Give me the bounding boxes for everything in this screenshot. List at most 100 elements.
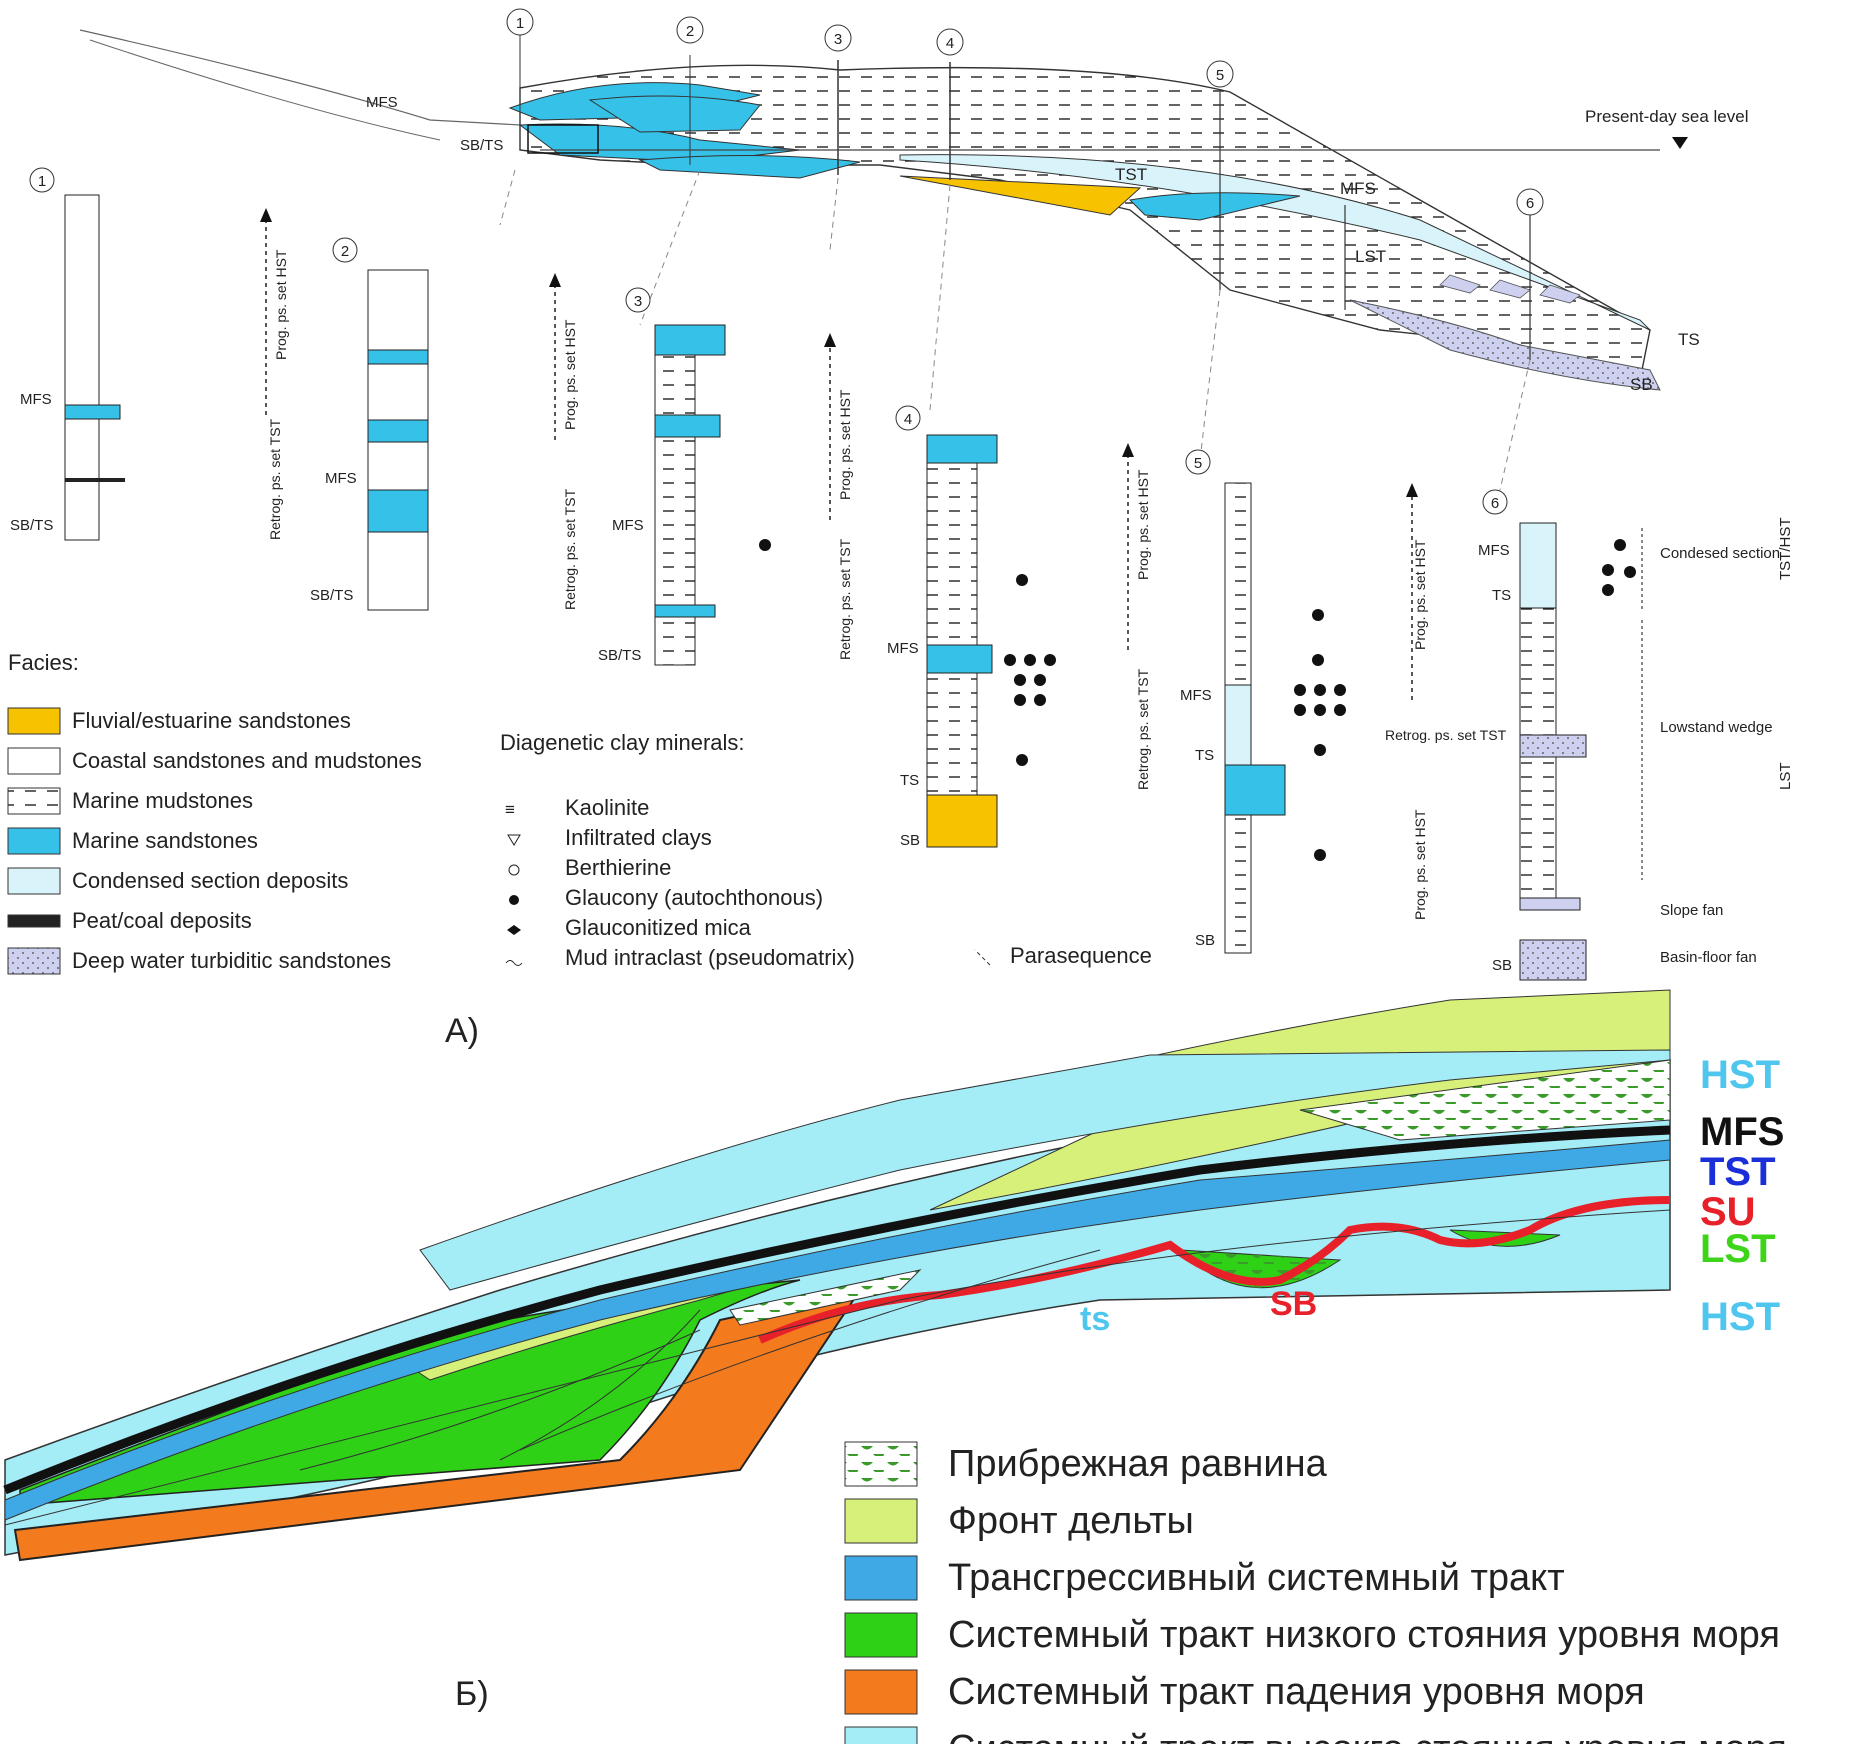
ts-label: ts	[1080, 1300, 1110, 1338]
well-4-marker: 4	[946, 35, 954, 52]
prog-hst-label-6: Prog. ps. set HST	[1412, 809, 1428, 920]
facies-label-5: Peat/coal deposits	[72, 908, 252, 933]
prog-hst-label-5: Prog. ps. set HST	[1412, 539, 1428, 650]
log3-mfs-label: MFS	[612, 517, 644, 534]
legend-swatch-5	[844, 1726, 918, 1744]
glauconitized-mica-icon	[507, 925, 521, 935]
legend-label-3: Системный тракт низкого стояния уровня м…	[948, 1614, 1780, 1656]
section-tst-label: TST	[1115, 165, 1147, 184]
facies-label-1: Coastal sandstones and mudstones	[72, 748, 422, 773]
facies-swatch-4	[7, 867, 61, 895]
legend-label-4: Системный тракт падения уровня моря	[948, 1671, 1645, 1713]
legend-swatch-3	[844, 1612, 918, 1658]
glaucony-icon	[509, 895, 519, 905]
retrog-tst-label-4: Retrog. ps. set TST	[1135, 668, 1151, 790]
well-markers: 1 2 3 4 5 6	[506, 8, 1544, 216]
right-label-hst-5: HST	[1700, 1295, 1780, 1339]
section-mfs-label: MFS	[366, 94, 398, 111]
kaolinite-icon: ≡	[505, 800, 515, 819]
facies-label-2: Marine mudstones	[72, 788, 253, 813]
log-6-number: 6	[1491, 495, 1499, 512]
right-label-hst-0: HST	[1700, 1053, 1780, 1097]
present-day-sea-level-label: Present-day sea level	[1585, 107, 1748, 126]
clay-label-1: Infiltrated clays	[565, 825, 712, 850]
lst-side-label: LST	[1777, 762, 1794, 790]
detail-box	[527, 124, 599, 154]
log2-mfs-label: MFS	[325, 470, 357, 487]
parasequence-label: Parasequence	[1010, 943, 1152, 968]
clay-label-0: Kaolinite	[565, 795, 649, 820]
log5-sb-label: SB	[1195, 932, 1215, 949]
well-log-6: 6 MFS TS SB Condesed section Lowstand we…	[1478, 489, 1794, 981]
facies-swatch-3	[7, 827, 61, 855]
panel-b-legend	[844, 1441, 918, 1487]
panel-b-label: Б)	[455, 1675, 489, 1713]
arrow-labels: Prog. ps. set HST Retrog. ps. set TST Pr…	[267, 249, 1507, 920]
facies-swatch-2	[7, 787, 61, 815]
legend-label-5: Системный тракт высокго стояния уровня м…	[948, 1728, 1787, 1744]
legend-swatch-1	[844, 1498, 918, 1544]
right-label-mfs-1: MFS	[1700, 1110, 1784, 1154]
log-2-number: 2	[341, 243, 349, 260]
log-4-number: 4	[904, 411, 912, 428]
tst-hst-side-label: TST/HST	[1777, 518, 1794, 581]
right-label-su-3: SU	[1700, 1190, 1756, 1234]
section-mfs2-label: MFS	[1340, 179, 1376, 198]
well-6-marker: 6	[1526, 195, 1534, 212]
clay-label-3: Glaucony (autochthonous)	[565, 885, 823, 910]
log-1-number: 1	[38, 173, 46, 190]
glaucony-dots	[759, 539, 1346, 861]
log3-sbts-label: SB/TS	[598, 647, 641, 664]
prog-hst-label-2: Prog. ps. set HST	[562, 319, 578, 430]
panel-a-cross-section: 1 2 3 4 5 6 MFS SB/TS TST MFS LST TS SB …	[79, 8, 1748, 491]
well-2-marker: 2	[686, 23, 694, 40]
legend-label-1: Фронт дельты	[948, 1500, 1194, 1542]
berthierine-icon	[508, 864, 520, 876]
sea-level-marker-icon	[1672, 137, 1688, 149]
legend-swatch-4	[844, 1669, 918, 1715]
retrog-tst-label-5: Retrog. ps. set TST	[1385, 727, 1507, 743]
facies-title: Facies:	[8, 650, 79, 675]
clay-label-2: Berthierine	[565, 855, 671, 880]
section-sb-label: SB	[1630, 375, 1653, 394]
log4-ts-label: TS	[900, 772, 919, 789]
log-3-number: 3	[634, 293, 642, 310]
log5-mfs-label: MFS	[1180, 687, 1212, 704]
basin-floor-fan-label: Basin-floor fan	[1660, 949, 1757, 966]
log5-ts-label: TS	[1195, 747, 1214, 764]
clay-legend: Diagenetic clay minerals: ≡	[500, 730, 745, 966]
facies-swatch-6	[7, 947, 61, 975]
slope-fan-label: Slope fan	[1660, 902, 1723, 919]
right-label-tst-2: TST	[1700, 1150, 1776, 1194]
condensed-section-label: Condesed section	[1660, 545, 1780, 562]
panel-b-diagram: ts SB	[3, 989, 1671, 1562]
infiltrated-clays-icon	[507, 834, 521, 846]
section-lst-label: LST	[1355, 247, 1386, 266]
log6-mfs-label: MFS	[1478, 542, 1510, 559]
well-3-marker: 3	[834, 31, 842, 48]
section-ts-label: TS	[1678, 330, 1700, 349]
legend-swatch-2	[844, 1555, 918, 1601]
right-label-lst-4: LST	[1700, 1227, 1776, 1271]
legend-label-2: Трансгрессивный системный тракт	[948, 1557, 1565, 1599]
lowstand-wedge-label: Lowstand wedge	[1660, 719, 1773, 736]
well-log-5: 5 MFS TS SB	[1180, 449, 1418, 954]
log1-sbts-label: SB/TS	[10, 517, 53, 534]
log4-mfs-label: MFS	[887, 640, 919, 657]
well-5-marker: 5	[1216, 67, 1224, 84]
log2-sbts-label: SB/TS	[310, 587, 353, 604]
clay-label-5: Mud intraclast (pseudomatrix)	[565, 945, 855, 970]
retrog-tst-label-2: Retrog. ps. set TST	[562, 488, 578, 610]
panel-a-label: A)	[445, 1012, 479, 1050]
prog-hst-label-3: Prog. ps. set HST	[837, 389, 853, 500]
retrog-tst-label-3: Retrog. ps. set TST	[837, 538, 853, 660]
facies-label-3: Marine sandstones	[72, 828, 258, 853]
well-log-3: 3 MFS SB/TS	[598, 287, 836, 666]
log6-sb-label: SB	[1492, 957, 1512, 974]
clay-label-4: Glauconitized mica	[565, 915, 752, 940]
clay-title: Diagenetic clay minerals:	[500, 730, 745, 755]
